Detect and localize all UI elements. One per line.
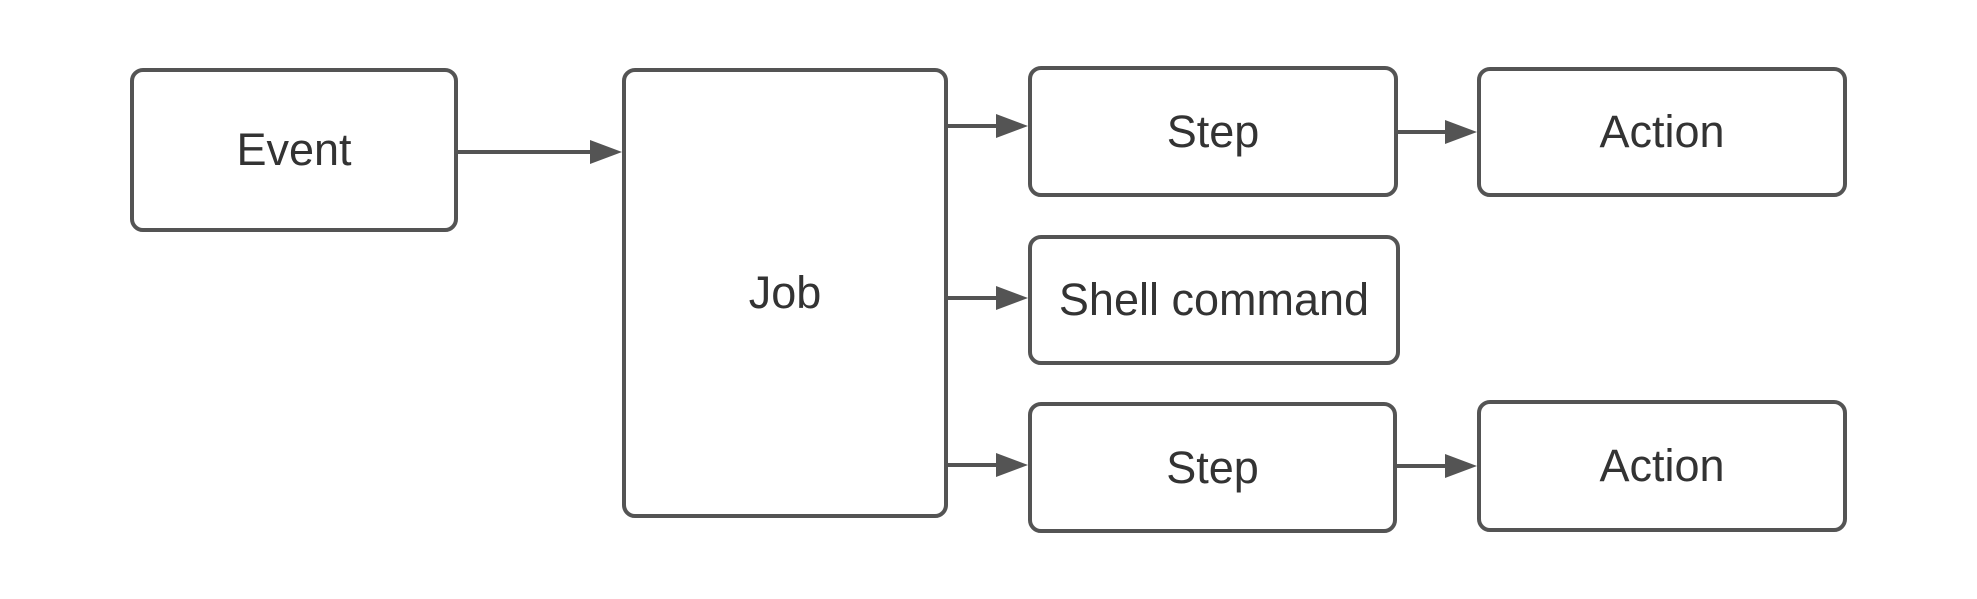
edge-step-top-to-action-top: [1398, 120, 1477, 144]
shell-command-node: Shell command: [1028, 235, 1400, 365]
edge-step-bottom-to-action-bottom: [1397, 454, 1477, 478]
event-node: Event: [130, 68, 458, 232]
edge-job-to-step-bottom: [948, 453, 1028, 477]
job-node-label: Job: [748, 267, 822, 318]
edge-event-to-job: [458, 140, 622, 164]
edge-job-to-shell-command: [948, 286, 1028, 310]
action-bottom-node: Action: [1477, 400, 1847, 532]
step-bottom-node-label: Step: [1166, 441, 1259, 493]
edge-job-to-step-top: [948, 114, 1028, 138]
step-top-node-label: Step: [1166, 105, 1260, 157]
job-node: Job: [622, 68, 948, 518]
step-bottom-node: Step: [1028, 402, 1397, 533]
shell-command-node-label: Shell command: [1058, 274, 1370, 325]
event-node-label: Event: [236, 124, 352, 175]
action-top-node: Action: [1477, 67, 1847, 197]
action-bottom-node-label: Action: [1599, 440, 1725, 491]
action-top-node-label: Action: [1599, 106, 1725, 157]
step-top-node: Step: [1028, 66, 1398, 197]
